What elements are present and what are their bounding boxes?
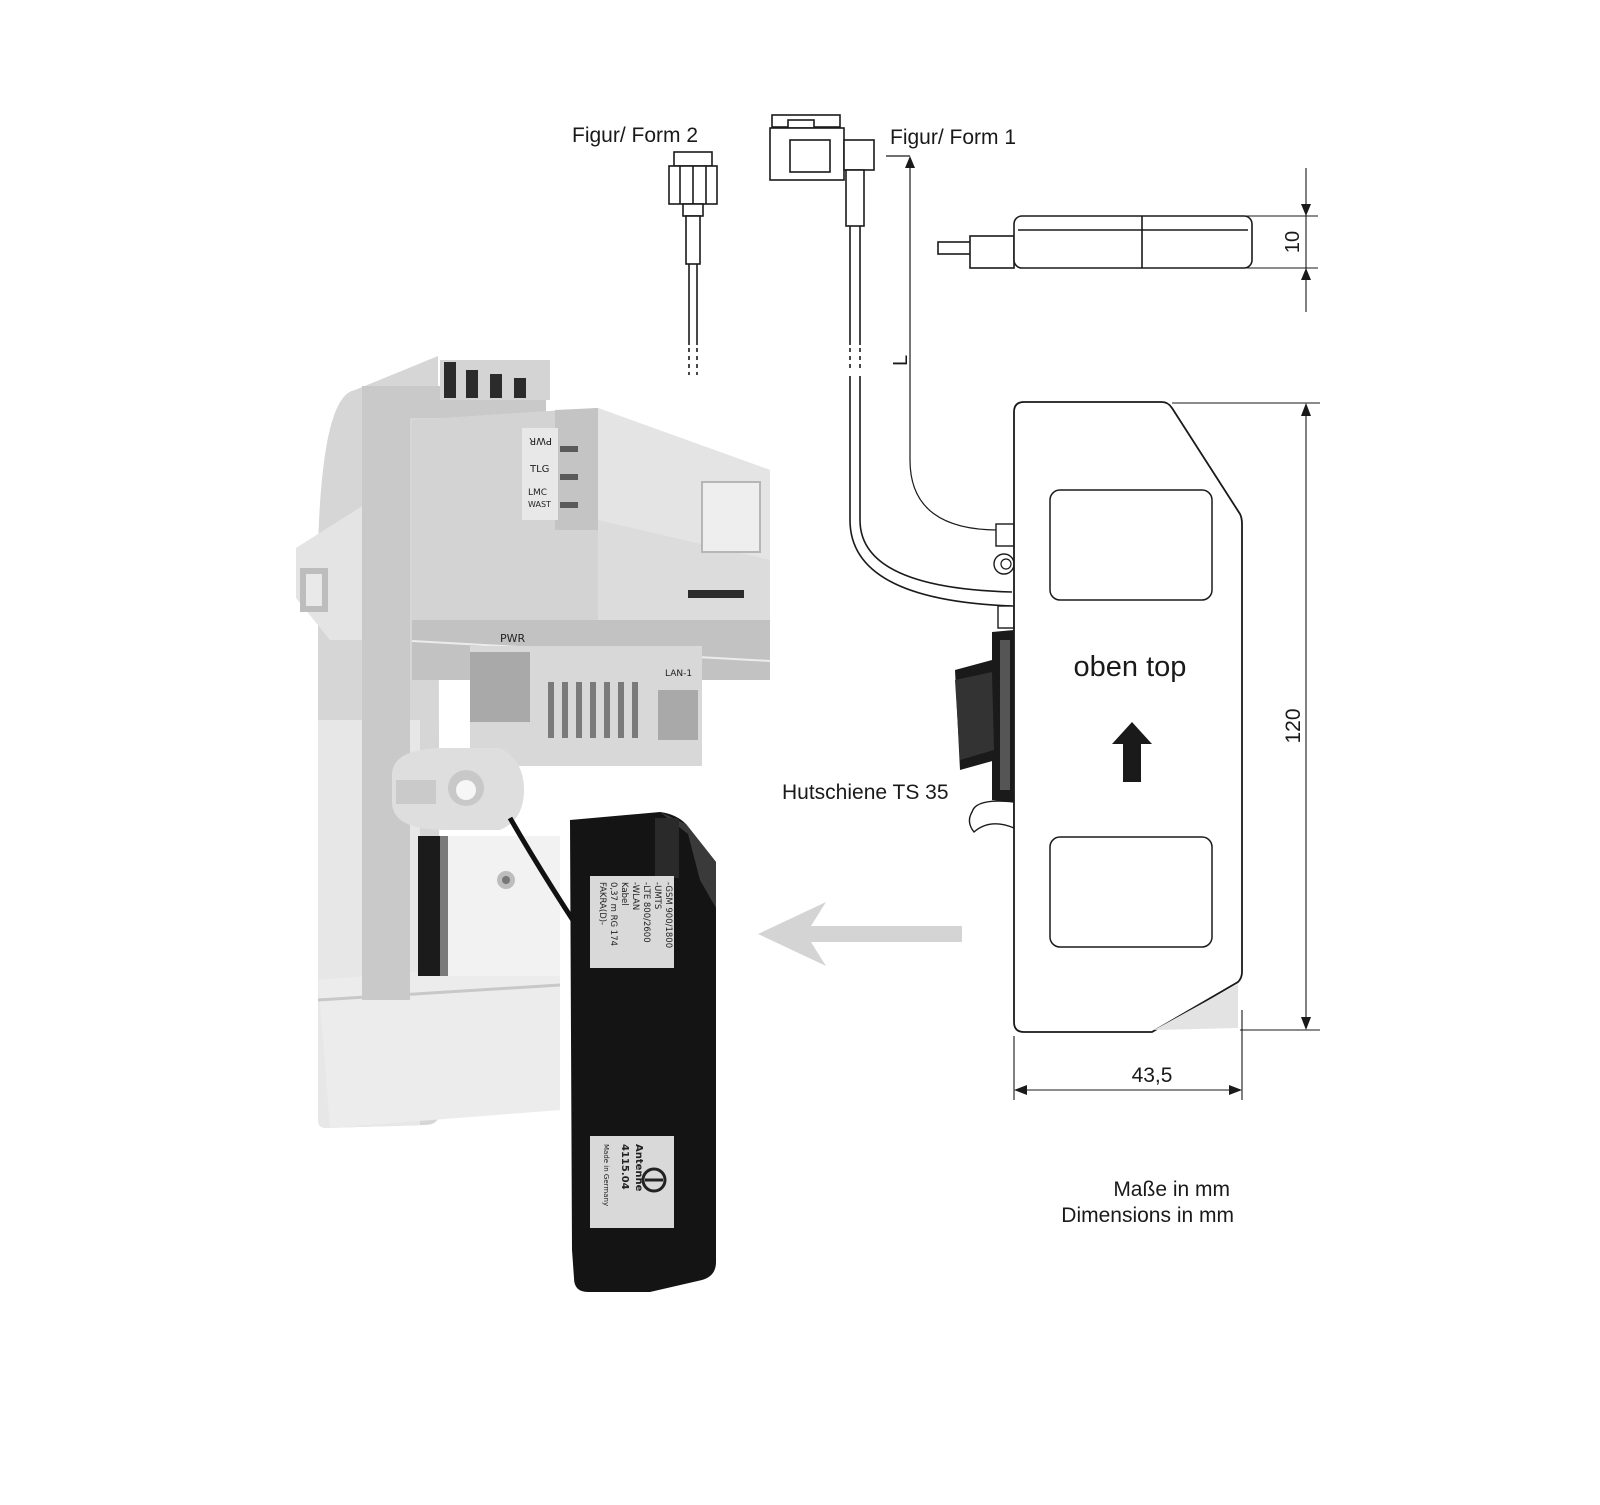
units-german: Maße in mm (1113, 1178, 1230, 1201)
spec-line2: -UMTS (652, 882, 662, 909)
antenna-brand-sticker (590, 1136, 674, 1228)
cable-length-dimension (886, 155, 1012, 535)
width-dimension (1013, 1010, 1243, 1100)
installation-arrow-icon (758, 902, 962, 966)
front-window-top (1049, 489, 1213, 601)
port-left-label: PWR (500, 632, 526, 645)
router-device-illustration: PWR TLG LMC WAST PWR LAN-1 (296, 356, 770, 1292)
front-window-bottom (1049, 836, 1213, 948)
spec-line4: -WLAN (630, 882, 640, 910)
brand-logo-icon (641, 1167, 667, 1193)
spec-line6: 0,37 m RG 174 (608, 882, 618, 946)
spec-line3: -LTE 800/2600 (641, 882, 651, 943)
antenna-spec-sticker (590, 876, 674, 968)
up-arrow-icon (1112, 722, 1152, 782)
height-dimension (1172, 402, 1320, 1031)
thickness-value: 10 (1282, 231, 1304, 253)
device-led-panel: PWR TLG LMC WAST (522, 428, 578, 520)
width-value: 43,5 (1132, 1064, 1173, 1087)
spec-line5: Kabel (619, 882, 629, 906)
cable-length-label: L (890, 355, 912, 366)
led2-label: TLG (529, 464, 549, 475)
led1-label: PWR (529, 435, 552, 446)
led4-label: WAST (528, 500, 551, 509)
antenna-side-view (937, 215, 1253, 269)
form1-label: Figur/ Form 1 (890, 126, 1016, 149)
antenna-corner-shading (1154, 984, 1238, 1030)
brand-name: Antenne (633, 1144, 644, 1192)
brand-origin: Made in Germany (602, 1144, 610, 1206)
orientation-label: oben top (1074, 651, 1187, 683)
spec-line1: -GSM 900/1800 (663, 882, 673, 948)
form2-label: Figur/ Form 2 (572, 124, 698, 147)
units-english: Dimensions in mm (1061, 1204, 1234, 1227)
height-value: 120 (1282, 708, 1305, 743)
din-rail-label: Hutschiene TS 35 (782, 781, 949, 804)
spec-line7: FAKRA(D)- (597, 882, 607, 925)
thickness-dimension (1224, 168, 1318, 312)
form1-connector (769, 114, 1013, 607)
din-rail-clip (955, 523, 1015, 834)
port-right-label: LAN-1 (665, 669, 692, 679)
led3-label: LMC (528, 488, 547, 498)
brand-code: 4115.04 (619, 1144, 630, 1190)
form2-connector (668, 151, 718, 375)
